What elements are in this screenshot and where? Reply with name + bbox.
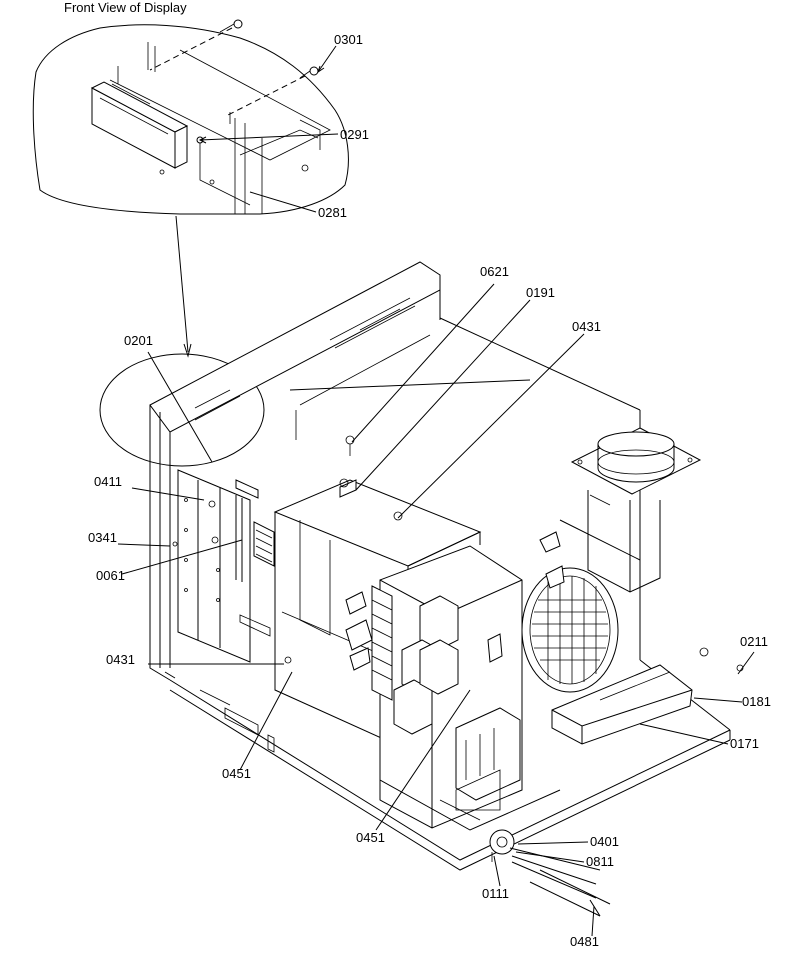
callout-0211: 0211 <box>740 634 768 649</box>
callout-0061: 0061 <box>96 568 125 583</box>
callout-0431-top: 0431 <box>572 319 601 334</box>
callout-0451-left: 0451 <box>222 766 251 781</box>
callout-0811: 0811 <box>586 854 614 869</box>
callout-0481: 0481 <box>570 934 599 949</box>
detail-view-inset <box>32 19 349 215</box>
callout-0281: 0281 <box>318 205 347 220</box>
leader-lines <box>117 45 755 937</box>
callout-0181: 0181 <box>742 694 771 709</box>
callout-0111: 0111 <box>482 886 509 901</box>
callout-0191: 0191 <box>526 285 555 300</box>
callout-0621: 0621 <box>480 264 509 279</box>
main-unit <box>149 261 744 917</box>
diagram-title: Front View of Display <box>64 0 187 15</box>
callout-0301: 0301 <box>334 32 363 47</box>
terminal-block <box>371 585 393 701</box>
callout-0171: 0171 <box>730 736 759 751</box>
callout-0341: 0341 <box>88 530 117 545</box>
callout-0411: 0411 <box>94 474 122 489</box>
callout-0201: 0201 <box>124 333 153 348</box>
callout-0431-left: 0431 <box>106 652 135 667</box>
callout-0401: 0401 <box>590 834 619 849</box>
callout-labels: 0301 0291 0281 0621 0191 0431 0201 0411 … <box>88 32 771 949</box>
callout-0451-bottom: 0451 <box>356 830 385 845</box>
callout-0291: 0291 <box>340 127 369 142</box>
